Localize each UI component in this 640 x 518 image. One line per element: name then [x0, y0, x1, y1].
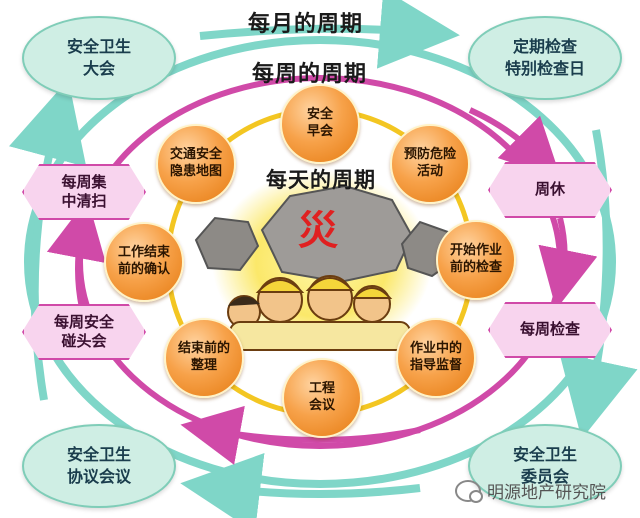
monthly-node-safety-committee: 安全卫生 委员会	[468, 424, 622, 508]
weekly-cycle-title: 每周的周期	[252, 62, 368, 87]
node-line: 隐患地图	[169, 164, 222, 179]
node-line: 安全卫生	[66, 445, 131, 465]
node-line: 结束前的	[177, 341, 230, 357]
node-line: 每周安全	[53, 312, 114, 331]
weekly-node-inspect: 每周检查	[488, 302, 612, 358]
node-line: 开始作业	[449, 243, 502, 259]
node-line: 活动	[416, 164, 443, 179]
node-line: 安全卫生	[512, 445, 577, 465]
node-line: 定期检查	[512, 37, 577, 57]
weekly-arrow-bottom	[180, 405, 421, 465]
daily-node-work-guidance: 作业中的 指导监督	[396, 318, 476, 398]
watermark-text: 明源地产研究院	[487, 483, 606, 503]
monthly-arrow-right	[559, 129, 638, 440]
daily-node-end-confirm: 工作结束 前的确认	[104, 222, 184, 302]
boulder-left-icon	[194, 216, 260, 272]
monthly-cycle-title: 每月的周期	[248, 12, 364, 37]
node-line: 指导监督	[409, 358, 462, 373]
daily-node-morning-meeting: 安全 早会	[280, 84, 360, 164]
node-line: 协议会议	[66, 467, 131, 486]
watermark: 明源地产研究院	[455, 478, 606, 503]
monthly-cycle-ring	[24, 36, 616, 488]
node-line: 前的确认	[117, 262, 170, 277]
daily-node-hazard-prevention: 预防危险 活动	[390, 124, 470, 204]
monthly-node-regular-inspection: 定期检查 特别检查日	[468, 16, 622, 100]
daily-node-pre-work-check: 开始作业 前的检查	[436, 220, 516, 300]
wechat-icon	[455, 479, 483, 503]
monthly-node-safety-conference: 安全卫生 大会	[22, 16, 176, 100]
monthly-arrow-top	[199, 0, 460, 69]
daily-node-project-meeting: 工程 会议	[282, 358, 362, 438]
node-line: 安全	[306, 107, 333, 123]
node-line: 每周检查	[519, 320, 580, 339]
node-line: 每周集	[61, 172, 107, 191]
node-line: 交通安全	[169, 147, 222, 163]
node-line: 工程	[308, 381, 335, 397]
node-line: 工作结束	[117, 245, 170, 261]
node-line: 早会	[306, 124, 333, 139]
node-line: 大会	[82, 59, 115, 78]
daily-node-pre-end-tidy: 结束前的 整理	[164, 318, 244, 398]
node-line: 作业中的	[409, 341, 462, 357]
daily-node-traffic-map: 交通安全 隐患地图	[156, 124, 236, 204]
weekly-arrow-right	[538, 217, 598, 310]
weekly-node-meeting: 每周安全 碰头会	[22, 304, 146, 360]
monthly-arrow-left	[9, 79, 87, 401]
node-line: 委员会	[520, 467, 569, 486]
monthly-node-safety-agreement: 安全卫生 协议会议	[22, 424, 176, 508]
node-line: 会议	[308, 398, 335, 413]
weekly-node-rest: 周休	[488, 162, 612, 218]
node-line: 周休	[534, 180, 565, 199]
node-line: 整理	[190, 358, 217, 373]
daily-cycle-title: 每天的周期	[266, 168, 376, 192]
node-line: 安全卫生	[66, 37, 131, 57]
weekly-node-clean: 每周集 中清扫	[22, 164, 146, 220]
monthly-arrow-bottom	[180, 453, 421, 518]
node-line: 预防危险	[403, 147, 456, 163]
weekly-arrow-left	[46, 198, 106, 309]
weekly-arrow-top-right	[468, 107, 562, 180]
node-line: 碰头会	[61, 332, 107, 350]
node-line: 中清扫	[61, 192, 107, 210]
node-line: 前的检查	[449, 260, 502, 275]
hazard-glyph: 災	[298, 207, 338, 254]
node-line: 特别检查日	[504, 59, 585, 78]
